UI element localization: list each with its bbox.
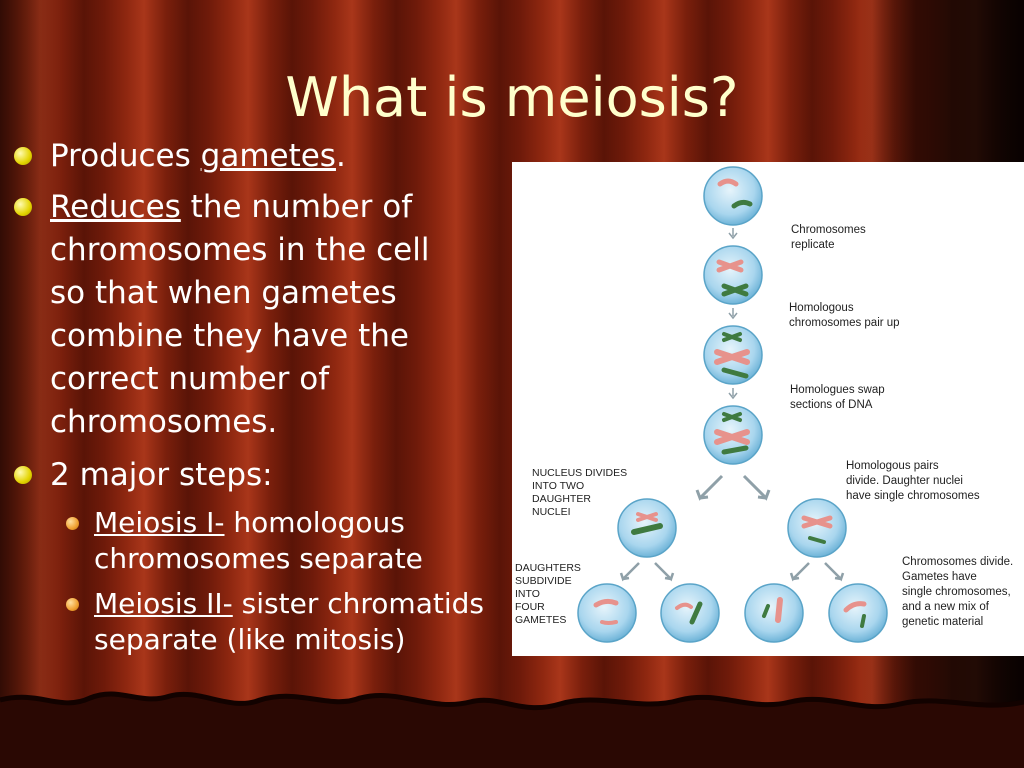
bullet-major-steps: 2 major steps: xyxy=(14,454,273,497)
cell-4 xyxy=(703,405,763,465)
bullet-text: correct number of xyxy=(50,361,330,397)
sub-bullet-dot-icon xyxy=(66,598,79,611)
sub-bullet-meiosis-1: Meiosis I- homologous chromosomes separa… xyxy=(66,505,423,577)
meiosis-2-link[interactable]: Meiosis II- xyxy=(94,587,233,620)
bullet-text: so that when gametes xyxy=(50,275,397,311)
sub-bullet-text: chromosomes separate xyxy=(94,542,423,575)
gamete-cell-1 xyxy=(577,583,637,643)
bullet-text: 2 major steps: xyxy=(50,457,273,493)
sub-bullet-text: sister chromatids xyxy=(232,587,484,620)
cell-3 xyxy=(703,325,763,385)
cell-6 xyxy=(787,498,847,558)
meiosis-diagram-graphic xyxy=(577,166,888,643)
bullet-dot-icon xyxy=(14,198,32,216)
bullet-dot-icon xyxy=(14,466,32,484)
sub-bullet-text: separate (like mitosis) xyxy=(94,623,406,656)
gamete-cell-3 xyxy=(744,583,804,643)
sub-bullet-meiosis-2: Meiosis II- sister chromatids separate (… xyxy=(66,586,484,658)
bullet-reduces: Reduces the number of chromosomes in the… xyxy=(14,186,430,444)
gametes-link[interactable]: gametes xyxy=(200,138,336,174)
bullet-text: chromosomes in the cell xyxy=(50,232,430,268)
reduces-link[interactable]: Reduces xyxy=(50,189,181,225)
bullet-text: combine they have the xyxy=(50,318,409,354)
bullet-text: chromosomes. xyxy=(50,404,278,440)
cell-5 xyxy=(617,498,677,558)
cell-1 xyxy=(703,166,763,226)
gamete-cell-2 xyxy=(660,583,720,643)
bullet-gametes: Produces gametes. xyxy=(14,135,346,178)
bullet-dot-icon xyxy=(14,147,32,165)
meiosis-1-link[interactable]: Meiosis I- xyxy=(94,506,225,539)
sub-bullet-text: homologous xyxy=(224,506,405,539)
bullet-text: the number of xyxy=(180,189,413,225)
sub-bullet-dot-icon xyxy=(66,517,79,530)
bullet-text: . xyxy=(335,138,346,174)
gamete-cell-4 xyxy=(828,583,888,643)
caption-gametes: Chromosomes divide.Gametes have single c… xyxy=(902,556,1014,628)
cell-2 xyxy=(703,245,763,305)
slide-title: What is meiosis? xyxy=(285,66,739,129)
bullet-text: Produces xyxy=(50,138,201,174)
arrows xyxy=(619,228,845,582)
